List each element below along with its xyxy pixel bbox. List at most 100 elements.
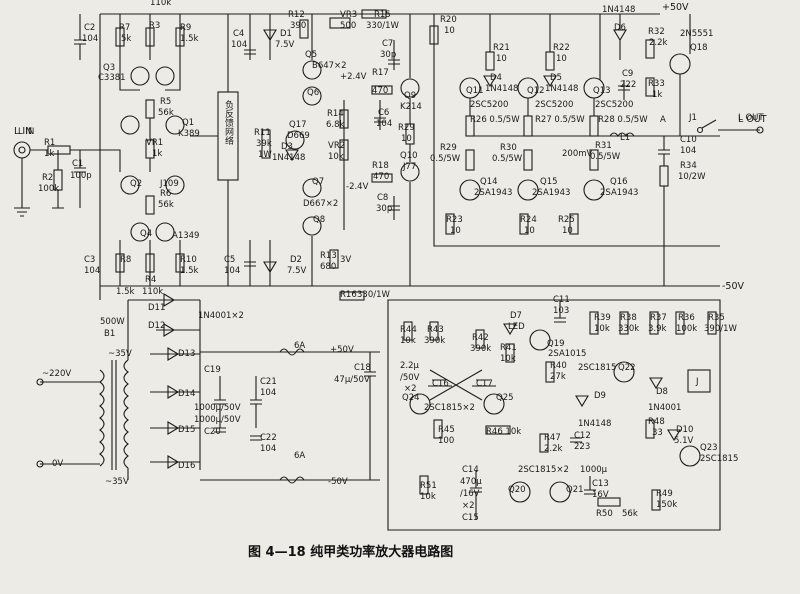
lbl-q1t: K389 bbox=[178, 129, 200, 139]
lbl-200mv: 200mV bbox=[562, 149, 593, 159]
lbl-c2: C2 bbox=[84, 23, 95, 33]
input-differential-stage bbox=[74, 14, 185, 286]
rail-neg-label: -50V bbox=[722, 281, 745, 292]
lbl-r39v: 10k bbox=[594, 324, 610, 334]
lbl-r31: R31 bbox=[595, 141, 612, 151]
lbl-c6v: 104 bbox=[376, 119, 392, 129]
lbl-c4v: 104 bbox=[231, 40, 247, 50]
lbl-c7v: 30p bbox=[380, 50, 396, 60]
lbl-r5: R5 bbox=[160, 97, 171, 107]
lbl-c16: C16 bbox=[432, 379, 449, 389]
lbl-q16t: 2SA1943 bbox=[600, 188, 638, 198]
lbl-q24: Q24 bbox=[402, 393, 420, 403]
lbl-110k-top: 110k bbox=[150, 0, 171, 8]
lbl-c5200b: 2SC5200 bbox=[535, 100, 573, 110]
lbl-50vb: /50V bbox=[400, 373, 420, 383]
lbl-c10v: 104 bbox=[680, 146, 696, 156]
lbl-x2b: ×2 bbox=[462, 501, 475, 511]
lbl-r30: R30 bbox=[500, 143, 517, 153]
lbl-r14v: 6.8k bbox=[326, 120, 345, 130]
lbl-a: A bbox=[660, 115, 666, 125]
lbl-q19: Q19 bbox=[547, 339, 565, 349]
lbl-c21v: 104 bbox=[260, 388, 276, 398]
lbl-r8: R8 bbox=[120, 255, 131, 265]
lbl-c15: C15 bbox=[462, 513, 479, 523]
lbl-r42: R42 bbox=[472, 333, 489, 343]
figure-caption: 图 4—18 纯甲类功率放大器电路图 bbox=[248, 544, 453, 560]
lbl-minus24: -2.4V bbox=[346, 182, 369, 192]
lbl-d669: D669 bbox=[287, 131, 310, 141]
lbl-l1: L1 bbox=[620, 133, 630, 143]
lbl-r41: R41 bbox=[500, 343, 517, 353]
lbl-r47v: 2.2k bbox=[544, 444, 563, 454]
lbl-b1: 500W bbox=[100, 317, 125, 327]
lbl-c5v: 104 bbox=[224, 266, 240, 276]
lbl-c1: C1 bbox=[72, 159, 83, 169]
lbl-plus24: +2.4V bbox=[340, 72, 367, 82]
lbl-c12: C12 bbox=[574, 431, 591, 441]
lbl-6a-a: 6A bbox=[294, 341, 305, 351]
lbl-q21: 2SC1815 bbox=[578, 363, 616, 373]
lbl-r44v: 10k bbox=[400, 336, 416, 346]
lbl-r15: R15 bbox=[374, 10, 391, 20]
lbl-d9v: 1N4148 bbox=[578, 419, 611, 429]
input-jack bbox=[13, 141, 31, 217]
lbl-d667: D667×2 bbox=[303, 199, 338, 209]
lbl-d1v: 7.5V bbox=[275, 40, 295, 50]
lbl-r45: R45 bbox=[438, 425, 455, 435]
lbl-1815x2: 2SC1815×2 bbox=[424, 403, 475, 413]
lbl-r24v: 10 bbox=[524, 226, 535, 236]
lbl-r50: R50 bbox=[596, 509, 613, 519]
lbl-c8: C8 bbox=[377, 193, 388, 203]
lbl-c14v: 470μ bbox=[460, 477, 482, 487]
lbl-r51v: 10k bbox=[420, 492, 436, 502]
lbl-r20v: 10 bbox=[444, 26, 455, 36]
lbl-r49v: 150k bbox=[656, 500, 677, 510]
lbl-led: LED bbox=[508, 322, 525, 332]
lbl-c9: C9 bbox=[622, 69, 633, 79]
lbl-r35: R35 bbox=[708, 313, 725, 323]
lbl-c18: C18 bbox=[354, 363, 371, 373]
lbl-r17v: 470 bbox=[372, 86, 388, 96]
lbl-r1v: 1k bbox=[44, 149, 54, 159]
lbl-r18: R18 bbox=[372, 161, 389, 171]
lbl-a1015: 2SA1015 bbox=[548, 349, 586, 359]
lbl-r37v: 3.9k bbox=[648, 324, 667, 334]
lbl-k214: K214 bbox=[400, 102, 422, 112]
lbl-c10: C10 bbox=[680, 135, 697, 145]
lbl-r28: R28 0.5/5W bbox=[598, 115, 648, 125]
lbl-r5v: 56k bbox=[158, 108, 174, 118]
lbl-r48v: 33 bbox=[652, 428, 663, 438]
lbl-d13: D13 bbox=[178, 349, 195, 359]
lbl-r25v: 10 bbox=[562, 226, 573, 236]
lbl-r45v: 100 bbox=[438, 436, 454, 446]
lbl-c11: C11 bbox=[553, 295, 570, 305]
lbl-r4v: 110k bbox=[142, 287, 163, 297]
lbl-r40v: 27k bbox=[550, 372, 566, 382]
lbl-r43: R43 bbox=[427, 325, 444, 335]
lbl-c12v: 223 bbox=[574, 442, 590, 452]
lbl-c17: C17 bbox=[476, 379, 493, 389]
lbl-c19v: 1000μ/50V bbox=[194, 403, 241, 413]
lbl-d3v: 1N4148 bbox=[272, 153, 305, 163]
lbl-r10: R10 bbox=[180, 255, 197, 265]
lbl-d10v: 5.1V bbox=[674, 436, 694, 446]
lbl-r22v: 10 bbox=[556, 54, 567, 64]
lbl-3v: 3V bbox=[340, 255, 351, 265]
lbl-c5: C5 bbox=[224, 255, 235, 265]
power-supply bbox=[36, 293, 380, 484]
resistor-r1 bbox=[47, 145, 71, 155]
lbl-q8: Q8 bbox=[313, 215, 325, 225]
lbl-1n4148top: 1N4148 bbox=[602, 5, 635, 15]
lbl-r20: R20 bbox=[440, 15, 457, 25]
lbl-d5v: 1N4148 bbox=[545, 84, 578, 94]
lbl-r31v: 0.5/5W bbox=[590, 152, 621, 162]
lbl-1n4001: 1N4001×2 bbox=[198, 311, 244, 321]
lbl-vr3v: 500 bbox=[340, 21, 356, 31]
lbl-vr1v: 1k bbox=[152, 149, 162, 159]
lbl-r2: R2 bbox=[42, 173, 53, 183]
lbl-q16: Q16 bbox=[610, 177, 628, 187]
lbl-c9v: 222 bbox=[620, 80, 636, 90]
